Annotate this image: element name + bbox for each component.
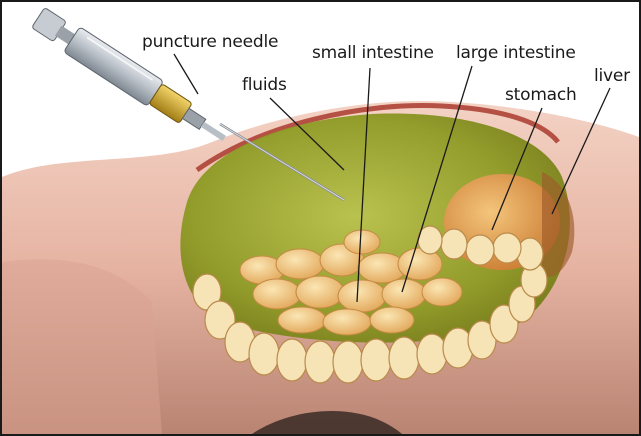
label-fluids: fluids [242, 75, 287, 95]
label-small-intestine: small intestine [312, 43, 434, 63]
label-puncture-needle: puncture needle [142, 32, 278, 52]
label-stomach: stomach [505, 85, 577, 105]
label-large-intestine: large intestine [456, 43, 576, 63]
label-liver: liver [594, 66, 630, 86]
leader-line-needle [174, 54, 198, 94]
syringe [30, 5, 233, 151]
